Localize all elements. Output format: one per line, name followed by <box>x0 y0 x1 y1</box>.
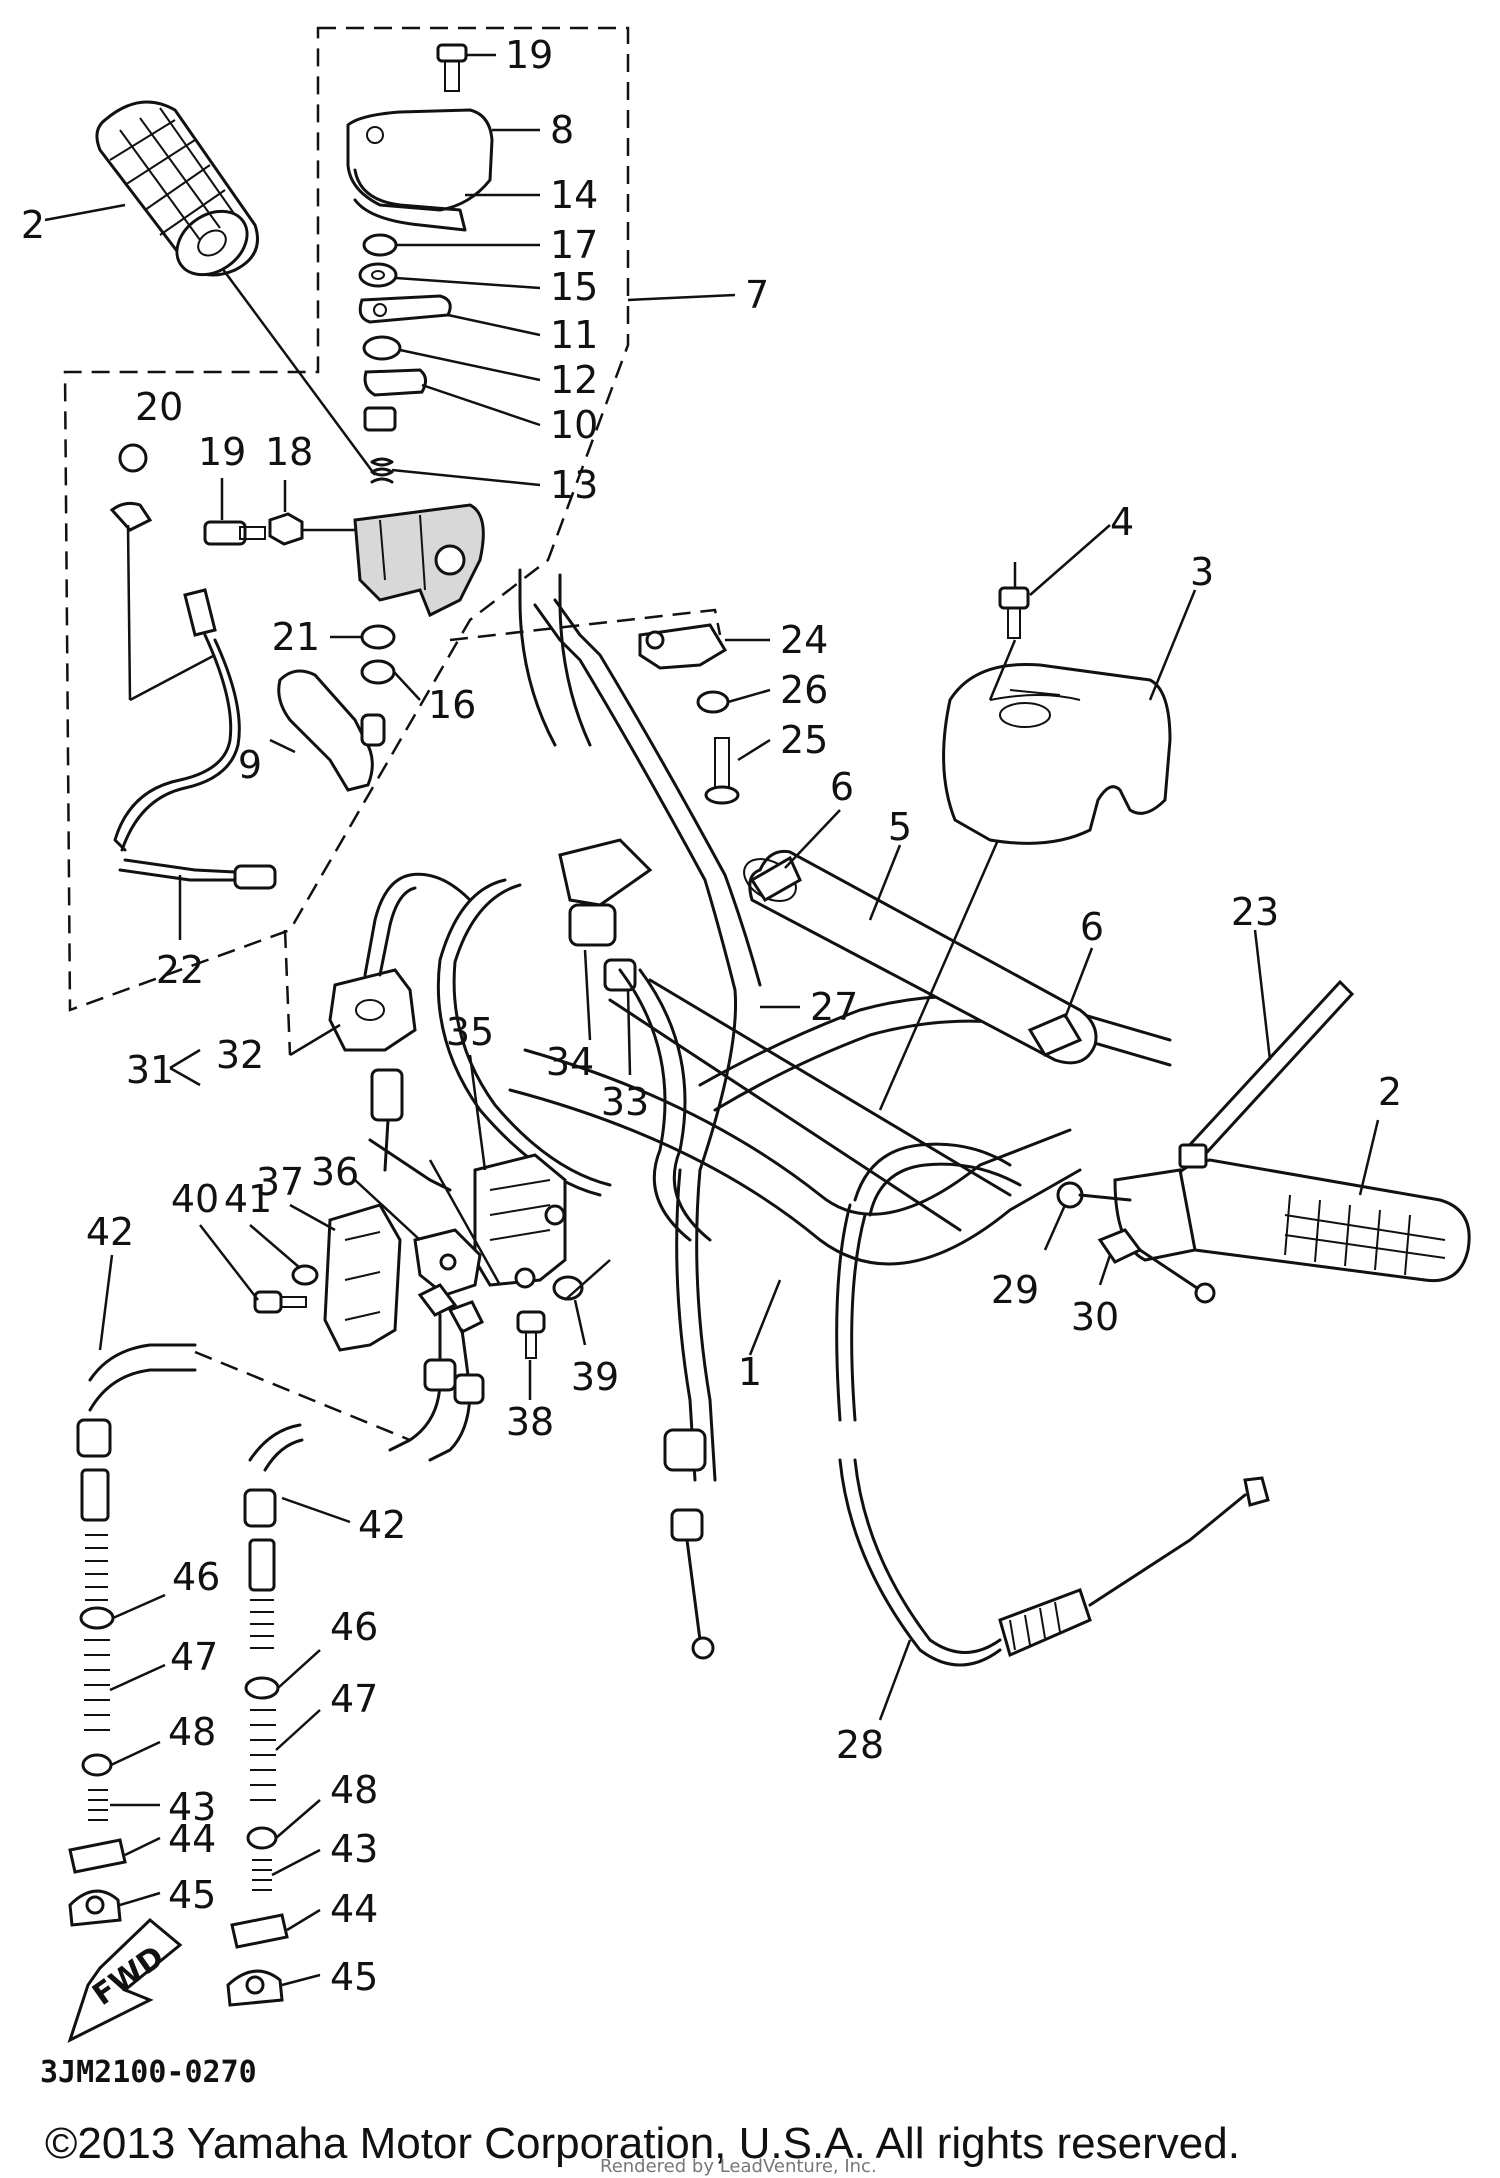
callout-10: 10 <box>550 403 598 447</box>
callout-25: 25 <box>780 718 828 762</box>
screw-part-4 <box>998 586 1030 639</box>
callout-6-bottom: 6 <box>1080 905 1104 949</box>
callout-47-right: 47 <box>330 1677 378 1721</box>
assembly-box-7 <box>63 26 630 1012</box>
callout-36: 36 <box>311 1150 359 1194</box>
callout-19: 19 <box>505 33 553 77</box>
callout-4: 4 <box>1110 500 1134 544</box>
handlebar-cover-part-3 <box>942 662 1172 845</box>
callout-18: 18 <box>265 430 313 474</box>
callout-7: 7 <box>745 273 769 317</box>
callout-41: 41 <box>224 1177 272 1221</box>
callout-37: 37 <box>256 1160 304 1204</box>
callout-34: 34 <box>546 1040 594 1084</box>
connector-wires <box>388 1283 485 1462</box>
relay-part-35 <box>473 1153 567 1289</box>
drawing-code: 3JM2100-0270 <box>40 2055 257 2090</box>
callout-12: 12 <box>550 358 598 402</box>
callout-48-right: 48 <box>330 1768 378 1812</box>
callout-23: 23 <box>1231 890 1279 934</box>
bolt-part-25 <box>704 737 740 805</box>
callout-30: 30 <box>1071 1295 1119 1339</box>
callout-31: 31 <box>126 1048 174 1092</box>
callout-11: 11 <box>550 313 598 357</box>
group-31-leader <box>283 929 292 1056</box>
bracket-part-24 <box>638 623 728 670</box>
callouts: 19 8 14 17 15 11 12 10 13 7 2 20 19 18 2… <box>21 33 1402 1999</box>
throttle-cable-part-27 <box>533 598 762 1660</box>
left-grip-part-2 <box>95 100 259 277</box>
callout-39: 39 <box>571 1355 619 1399</box>
fasteners-38-41 <box>253 1264 584 1359</box>
callout-14: 14 <box>550 173 598 217</box>
cable-tie-part-23 <box>1178 979 1355 1169</box>
callout-15: 15 <box>550 265 598 309</box>
callout-16: 16 <box>428 683 476 727</box>
copyright-notice: ©2013 Yamaha Motor Corporation, U.S.A. A… <box>45 2119 1240 2168</box>
callout-24: 24 <box>780 618 828 662</box>
handlebar-part-1 <box>508 568 1172 1266</box>
right-grip-part-2 <box>1056 1158 1471 1304</box>
callout-5: 5 <box>888 805 912 849</box>
callout-3: 3 <box>1190 550 1214 594</box>
callout-8: 8 <box>550 108 574 152</box>
callout-44-right: 44 <box>330 1887 378 1931</box>
callout-42-right: 42 <box>358 1503 406 1547</box>
callout-43-left: 43 <box>168 1785 216 1829</box>
callout-29: 29 <box>991 1268 1039 1312</box>
connector-part-36 <box>413 1228 482 1297</box>
cable-adjuster-right <box>226 1423 304 2007</box>
callout-40: 40 <box>171 1177 219 1221</box>
callout-22: 22 <box>156 948 204 992</box>
callout-35: 35 <box>446 1010 494 1054</box>
callout-2-left: 2 <box>21 203 45 247</box>
callout-9: 9 <box>238 743 262 787</box>
brake-cable-part-28 <box>835 1142 1270 1667</box>
fwd-arrow-icon: FWD <box>67 1917 183 2043</box>
bracket-part-37 <box>323 1203 402 1352</box>
callout-17: 17 <box>550 223 598 267</box>
callout-13: 13 <box>550 463 598 507</box>
callout-46-right: 46 <box>330 1605 378 1649</box>
callout-46-left: 46 <box>172 1555 220 1599</box>
callout-38: 38 <box>506 1400 554 1444</box>
nut-part-26 <box>696 690 730 714</box>
callout-45-right: 45 <box>330 1955 378 1999</box>
rendered-by-note: Rendered by LeadVenture, Inc. <box>600 2156 877 2177</box>
callout-2-right: 2 <box>1378 1070 1402 1114</box>
callout-43-right: 43 <box>330 1827 378 1871</box>
callout-44-left: 44 <box>168 1817 216 1861</box>
callout-47-left: 47 <box>170 1635 218 1679</box>
clamp-part-6 <box>749 855 1083 1057</box>
callout-6-top: 6 <box>830 765 854 809</box>
switch-part-32 <box>328 872 472 1192</box>
callout-32: 32 <box>216 1033 264 1077</box>
throttle-housing-stack <box>109 43 494 890</box>
callout-48-left: 48 <box>168 1710 216 1754</box>
cable-adjuster-left <box>68 1343 197 1927</box>
callout-21: 21 <box>272 615 320 659</box>
callout-26: 26 <box>780 668 828 712</box>
callout-28: 28 <box>836 1723 884 1767</box>
callout-20: 20 <box>135 385 183 429</box>
callout-19b: 19 <box>198 430 246 474</box>
callout-45-left: 45 <box>168 1873 216 1917</box>
callout-33: 33 <box>601 1080 649 1124</box>
callout-42-left: 42 <box>86 1210 134 1254</box>
callout-1: 1 <box>738 1350 762 1394</box>
callout-27: 27 <box>810 985 858 1029</box>
